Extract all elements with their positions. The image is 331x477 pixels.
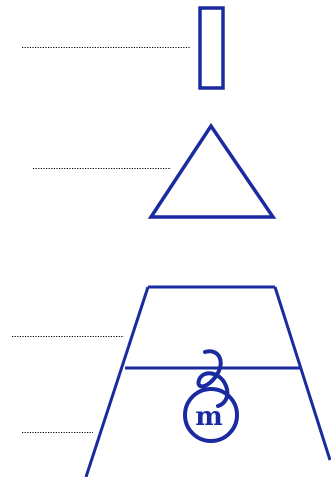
circle-letter: m — [195, 402, 223, 432]
triangle-shape — [151, 126, 273, 217]
rectangle-shape — [200, 8, 223, 88]
loop-circle-symbol: m — [185, 351, 237, 441]
